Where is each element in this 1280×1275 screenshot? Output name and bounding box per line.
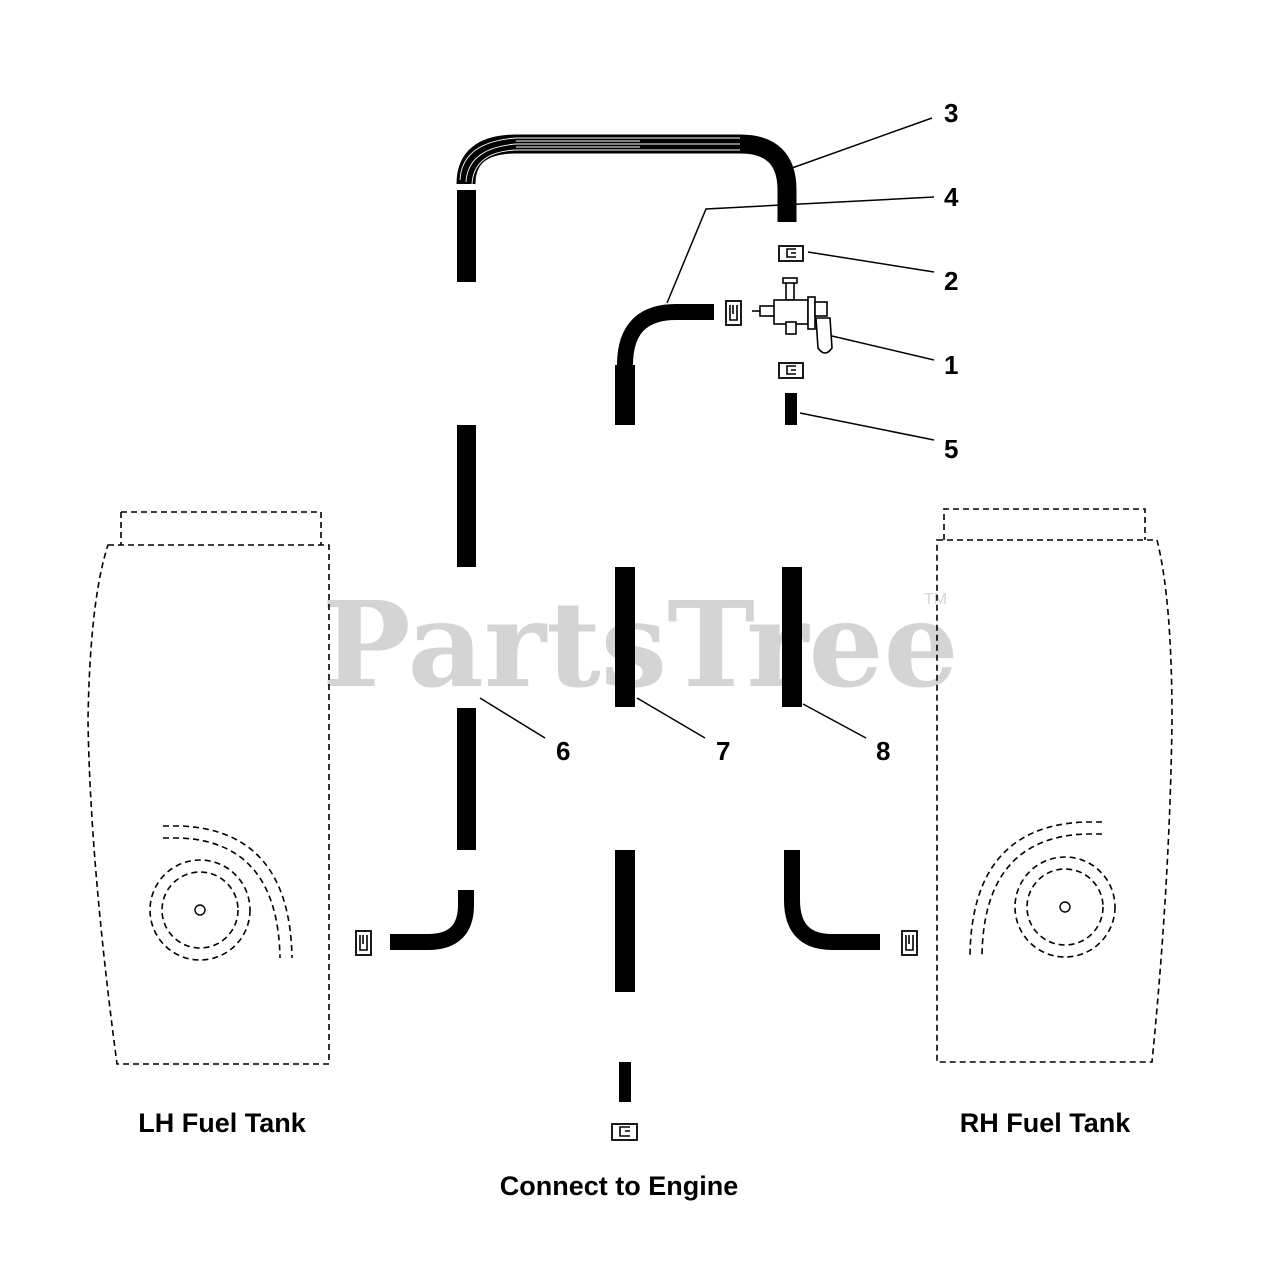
rh-fuel-tank xyxy=(936,508,1173,1063)
hose-7 xyxy=(615,567,635,1102)
callout-1: 1 xyxy=(944,350,958,380)
hose-clamp-rh xyxy=(901,930,918,956)
connect-to-engine-label: Connect to Engine xyxy=(500,1171,739,1201)
hose-clamp-center xyxy=(725,300,742,326)
leader-lines xyxy=(479,117,935,739)
hose-4 xyxy=(615,304,714,425)
hose-6 xyxy=(390,425,476,950)
fuel-shutoff-valve xyxy=(752,277,833,354)
lh-fuel-tank xyxy=(87,511,330,1065)
callout-6: 6 xyxy=(556,736,570,766)
callout-3: 3 xyxy=(944,98,958,128)
hose-5 xyxy=(785,393,797,425)
callout-4: 4 xyxy=(944,182,959,212)
watermark: PartsTree xyxy=(322,575,959,714)
hose-3 xyxy=(456,134,797,282)
hose-clamp-engine xyxy=(611,1123,638,1141)
lh-fuel-tank-label: LH Fuel Tank xyxy=(138,1108,306,1138)
hose-clamp-lower xyxy=(778,362,804,379)
callout-2: 2 xyxy=(944,266,958,296)
watermark-trademark: TM xyxy=(924,591,947,608)
hose-8 xyxy=(782,567,880,950)
callout-7: 7 xyxy=(716,736,730,766)
rh-fuel-tank-label: RH Fuel Tank xyxy=(960,1108,1132,1138)
hose-clamp-top xyxy=(778,245,804,262)
hose-clamp-lh xyxy=(355,930,372,956)
callout-5: 5 xyxy=(944,434,958,464)
callout-8: 8 xyxy=(876,736,890,766)
